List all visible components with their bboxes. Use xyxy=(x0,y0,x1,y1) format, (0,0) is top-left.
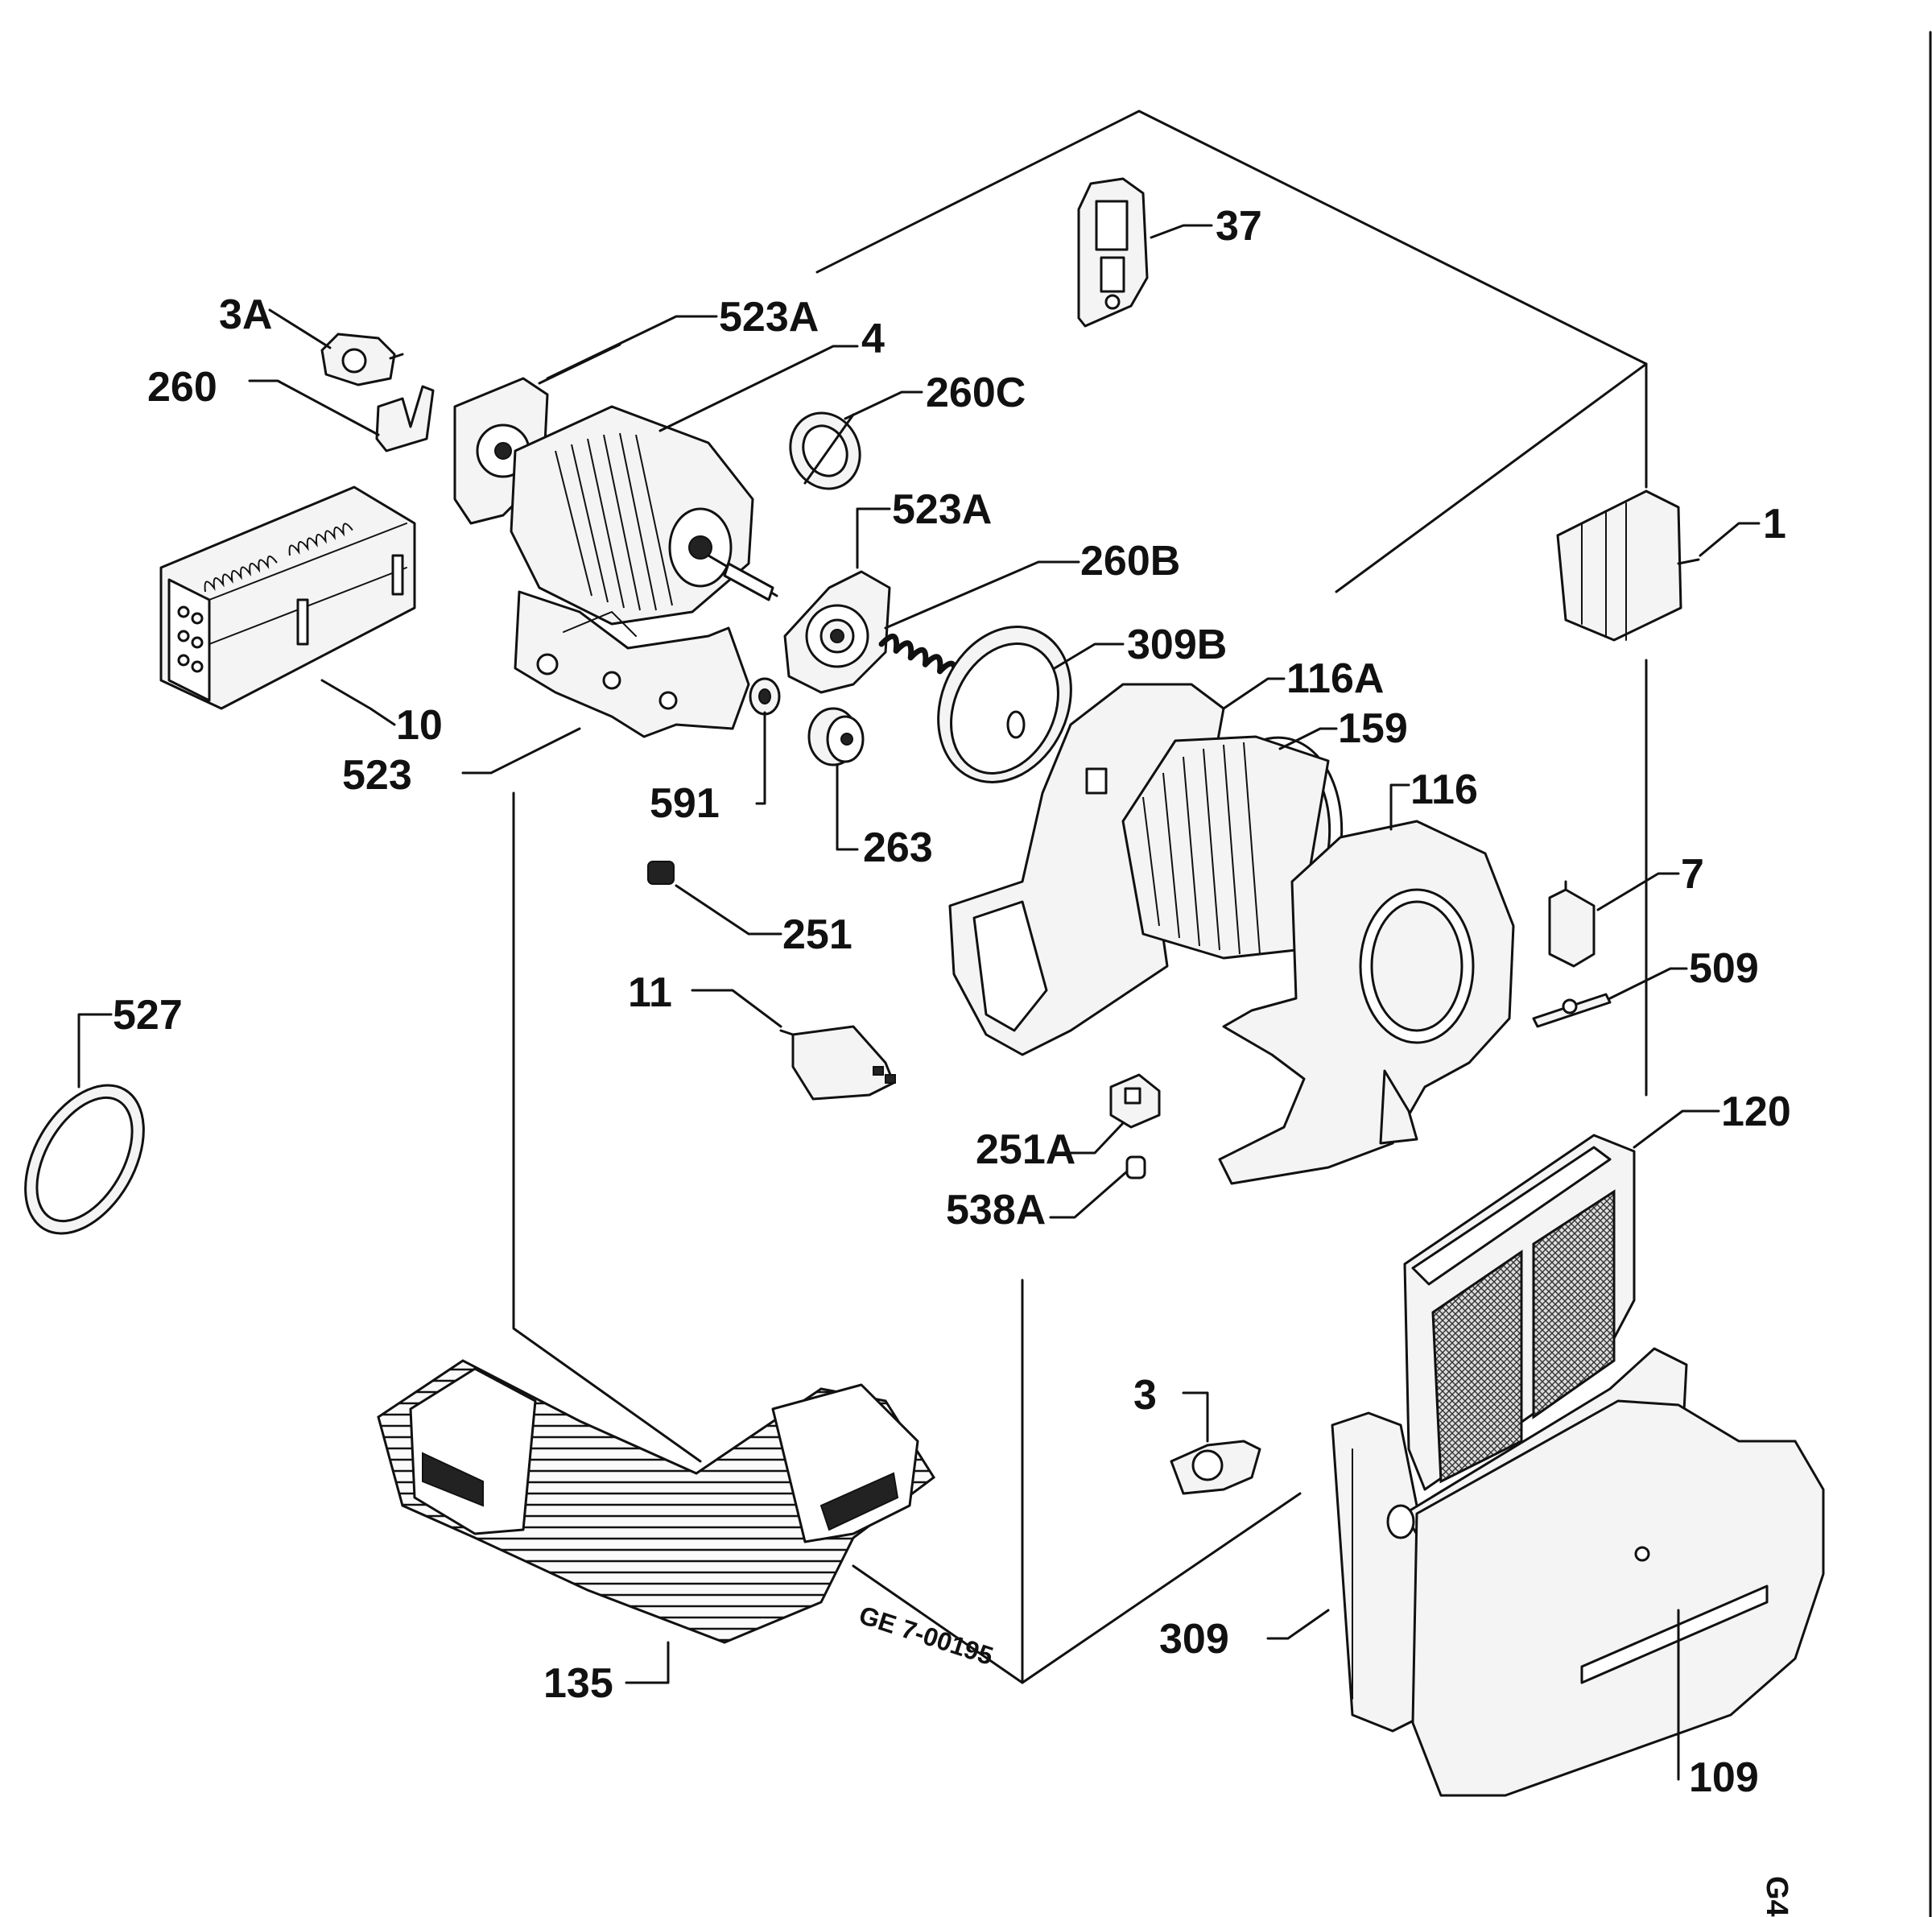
part-538a-bush xyxy=(1125,1155,1146,1180)
label-260: 260 xyxy=(147,364,217,411)
label-523a-mid: 523A xyxy=(892,486,992,533)
label-159: 159 xyxy=(1338,705,1408,752)
leader-lines xyxy=(77,224,1761,1781)
part-251-nut xyxy=(647,861,675,885)
label-3a: 3A xyxy=(219,291,272,338)
label-116: 116 xyxy=(1410,766,1478,813)
label-135: 135 xyxy=(543,1660,613,1707)
label-10: 10 xyxy=(396,702,443,749)
part-7-switch xyxy=(1548,880,1596,968)
part-37-bracket xyxy=(1077,177,1149,328)
side-code: G4 xyxy=(1760,1876,1794,1917)
part-120-filter xyxy=(1403,1134,1636,1491)
label-251: 251 xyxy=(782,911,852,958)
part-11-capacitor xyxy=(779,1025,896,1101)
label-309b: 309B xyxy=(1127,622,1227,668)
label-4: 4 xyxy=(861,316,885,362)
label-7: 7 xyxy=(1681,851,1704,898)
part-135-hose xyxy=(377,1359,936,1644)
part-523-cradle xyxy=(514,590,750,738)
part-3-thermostat xyxy=(1170,1440,1261,1495)
part-260b-spring xyxy=(878,633,958,681)
label-3: 3 xyxy=(1133,1372,1157,1419)
part-509-pin xyxy=(1532,993,1612,1028)
part-109-cover xyxy=(1411,1399,1825,1797)
part-309b-seal xyxy=(937,626,1072,783)
label-260c: 260C xyxy=(926,370,1026,416)
label-37: 37 xyxy=(1216,203,1262,250)
label-11: 11 xyxy=(628,969,672,1016)
label-538a: 538A xyxy=(946,1187,1046,1233)
part-4-motor xyxy=(510,405,778,626)
label-116a: 116A xyxy=(1286,655,1384,702)
label-309: 309 xyxy=(1159,1616,1229,1663)
heater-coils xyxy=(204,523,353,593)
label-527: 527 xyxy=(113,992,183,1039)
drawing-code: GE 7-00195 xyxy=(856,1600,997,1671)
label-509: 509 xyxy=(1689,945,1759,992)
label-120: 120 xyxy=(1721,1089,1791,1135)
label-523: 523 xyxy=(342,752,412,799)
label-263: 263 xyxy=(863,824,933,871)
part-260c-clamp xyxy=(789,411,861,490)
part-591-washer xyxy=(749,677,781,716)
part-116-fan-housing xyxy=(1218,820,1515,1185)
part-527-ring xyxy=(24,1084,145,1235)
label-523a-top: 523A xyxy=(719,294,819,341)
part-1-timer xyxy=(1556,490,1700,642)
part-263-pulley xyxy=(807,707,865,766)
part-251a-block xyxy=(1109,1073,1161,1129)
part-10-heater xyxy=(159,485,416,710)
part-260-clip xyxy=(375,385,435,452)
part-labels: 3A 260 523A 4 37 260C 523A 260B 1 309B 1… xyxy=(113,203,1794,1917)
label-251a: 251A xyxy=(976,1126,1075,1173)
part-3a-thermostat xyxy=(320,333,404,386)
part-523a-bearing-plate xyxy=(783,570,891,694)
label-1: 1 xyxy=(1763,501,1786,547)
label-260b: 260B xyxy=(1080,538,1180,585)
label-109: 109 xyxy=(1689,1754,1759,1801)
cabinet-outline xyxy=(512,109,1648,1684)
part-159-fan-wheel xyxy=(1121,735,1344,960)
label-591: 591 xyxy=(650,780,720,827)
